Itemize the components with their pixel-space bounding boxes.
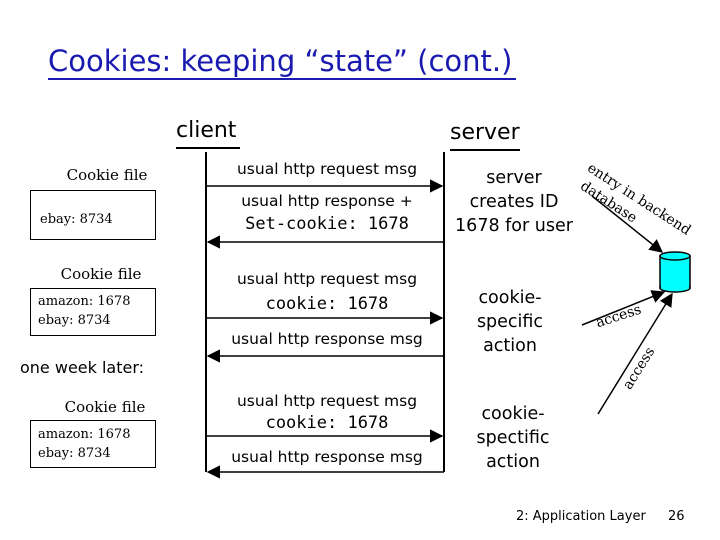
cookie-file-box xyxy=(30,288,156,336)
request-label: usual http request msg xyxy=(236,392,418,410)
cookie-specific-action-note: cookie- spectific action xyxy=(476,404,550,472)
cookie-header-label: cookie: 1678 xyxy=(265,294,389,314)
cookie-file-title: Cookie file xyxy=(64,398,146,416)
title-underline xyxy=(48,78,516,80)
slide-title: Cookies: keeping “state” (cont.) xyxy=(48,44,513,78)
server-header-underline xyxy=(450,149,520,151)
cookie-entry: ebay: 8734 xyxy=(38,313,111,328)
set-cookie-label: Set-cookie: 1678 xyxy=(245,214,409,234)
cookie-file-title: Cookie file xyxy=(60,265,142,283)
request-label: usual http request msg xyxy=(236,270,418,288)
database-icon xyxy=(659,251,691,293)
cookie-file-box xyxy=(30,190,156,240)
client-header-underline xyxy=(176,147,240,149)
server-header: server xyxy=(450,120,520,145)
cookie-entry: ebay: 8734 xyxy=(40,212,113,227)
arrow-db-access-1 xyxy=(581,290,666,326)
cookie-header-label: cookie: 1678 xyxy=(265,413,389,433)
client-header: client xyxy=(176,118,237,143)
cookie-file-box xyxy=(30,420,156,468)
page-number: 26 xyxy=(668,509,685,524)
cookie-entry: amazon: 1678 xyxy=(38,427,131,442)
one-week-later-label: one week later: xyxy=(20,358,145,377)
arrow-db-access-2 xyxy=(597,292,673,415)
arrow-db-entry xyxy=(591,195,664,253)
cookie-specific-action-note: cookie- specific action xyxy=(476,288,544,356)
request-label: usual http request msg xyxy=(236,160,418,178)
response-label: usual http response msg xyxy=(231,448,423,466)
cookie-entry: ebay: 8734 xyxy=(38,446,111,461)
cookie-file-title: Cookie file xyxy=(66,166,148,184)
cookie-entry: amazon: 1678 xyxy=(38,294,131,309)
response-label: usual http response msg xyxy=(231,330,423,348)
server-creates-id-note: server creates ID 1678 for user xyxy=(455,168,573,236)
footer-chapter: 2: Application Layer xyxy=(516,509,646,524)
response-label: usual http response + xyxy=(241,192,413,210)
